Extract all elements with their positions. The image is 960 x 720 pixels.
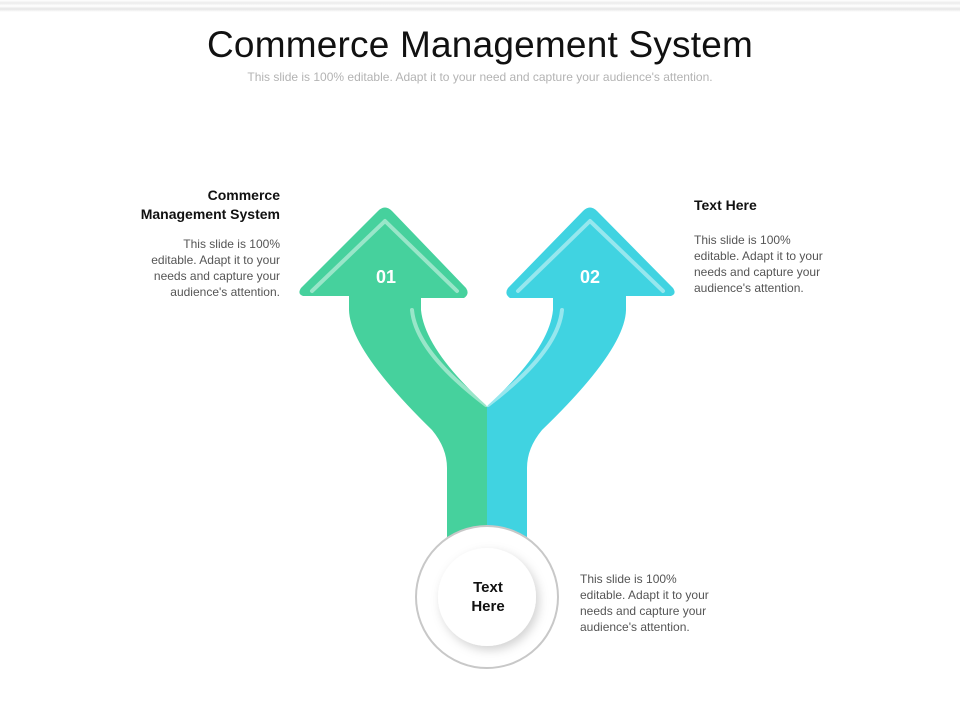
center-label-line1: Text: [473, 579, 503, 596]
right-body-line: This slide is 100%: [694, 233, 791, 247]
bottom-block-body: This slide is 100% editable. Adapt it to…: [580, 571, 730, 635]
left-heading-line1: Commerce: [207, 187, 280, 203]
bottom-body-line: needs and capture your: [580, 604, 707, 618]
right-body-line: audience's attention.: [694, 281, 804, 295]
center-label-line2: Here: [471, 598, 504, 615]
bottom-text-block: This slide is 100% editable. Adapt it to…: [580, 571, 730, 635]
right-body-line: editable. Adapt it to your: [694, 249, 823, 263]
arrow-02-shape: [487, 207, 675, 560]
right-block-heading: Text Here: [694, 197, 757, 213]
slide-subtitle: This slide is 100% editable. Adapt it to…: [247, 70, 713, 84]
arrow-02-inner-curve: [486, 308, 564, 407]
left-body-line: audience's attention.: [170, 285, 280, 299]
bottom-body-line: audience's attention.: [580, 620, 690, 634]
right-block-body: This slide is 100% editable. Adapt it to…: [694, 232, 844, 296]
center-circle-inner: [438, 548, 536, 646]
bottom-body-line: editable. Adapt it to your: [580, 588, 709, 602]
left-block-body: This slide is 100% editable. Adapt it to…: [130, 236, 280, 300]
arrow-02-highlight: [516, 219, 665, 293]
left-body-line: needs and capture your: [153, 269, 280, 283]
left-block-heading: Commerce Management System: [112, 186, 280, 224]
bottom-body-line: This slide is 100%: [580, 572, 677, 586]
right-text-block: Text Here This slide is 100% editable. A…: [694, 196, 854, 296]
left-body-line: editable. Adapt it to your: [151, 253, 280, 267]
right-body-line: needs and capture your: [694, 265, 821, 279]
arrow-01-inner-curve: [410, 308, 488, 407]
left-heading-line2: Management System: [140, 206, 280, 222]
left-text-block: Commerce Management System This slide is…: [112, 186, 280, 300]
arrow-02-number: 02: [580, 267, 600, 287]
arrow-01-number: 01: [376, 267, 396, 287]
slide-title: Commerce Management System: [207, 24, 753, 65]
arrow-01-shape: [299, 207, 487, 560]
arrow-01-highlight: [310, 219, 459, 293]
left-body-line: This slide is 100%: [183, 237, 280, 251]
top-decorative-rule: [0, 0, 960, 12]
